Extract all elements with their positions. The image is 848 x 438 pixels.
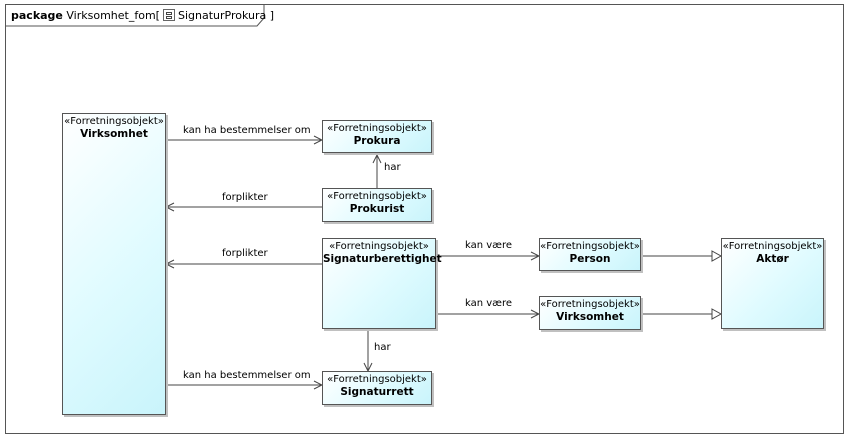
frame-package-name: Virksomhet_fom	[66, 9, 156, 22]
class-name: Signaturrett	[340, 386, 414, 398]
label-virksomhet-prokura: kan ha bestemmelser om	[183, 125, 311, 136]
stereotype-label: «Forretningsobjekt»	[327, 123, 427, 134]
class-name: Prokura	[353, 135, 401, 147]
class-name: Virksomhet	[556, 311, 624, 323]
class-signaturrett[interactable]: «Forretningsobjekt» Signaturrett	[322, 371, 432, 405]
class-virksomhet-right[interactable]: «Forretningsobjekt» Virksomhet	[539, 296, 641, 330]
label-prokurist-prokura: har	[384, 162, 401, 173]
stereotype-label: «Forretningsobjekt»	[327, 191, 427, 202]
class-aktor[interactable]: «Forretningsobjekt» Aktør	[721, 238, 824, 329]
stereotype-label: «Forretningsobjekt»	[540, 241, 640, 252]
class-prokura[interactable]: «Forretningsobjekt» Prokura	[322, 120, 432, 153]
stereotype-label: «Forretningsobjekt»	[64, 116, 164, 127]
class-name: Person	[569, 253, 611, 265]
stereotype-label: «Forretningsobjekt»	[329, 241, 429, 252]
class-name: Prokurist	[349, 203, 405, 215]
label-signaturberettighet-virksomhet: forplikter	[222, 248, 268, 259]
stereotype-label: «Forretningsobjekt»	[722, 241, 823, 252]
diagram-icon	[162, 9, 175, 21]
class-virksomhet-left[interactable]: «Forretningsobjekt» Virksomhet	[62, 113, 166, 415]
frame-tab-shape	[5, 4, 265, 27]
class-name: Virksomhet	[80, 128, 148, 140]
class-person[interactable]: «Forretningsobjekt» Person	[539, 238, 641, 271]
class-name: Aktør	[756, 253, 789, 265]
frame-title: package Virksomhet_fom[ SignaturProkura ]	[11, 9, 274, 22]
frame-keyword: package	[11, 9, 63, 22]
label-virksomhet-signaturrett: kan ha bestemmelser om	[183, 370, 311, 381]
label-signaturberettighet-signaturrett: har	[374, 342, 391, 353]
class-prokurist[interactable]: «Forretningsobjekt» Prokurist	[322, 188, 432, 222]
stereotype-label: «Forretningsobjekt»	[327, 374, 427, 385]
stereotype-label: «Forretningsobjekt»	[540, 299, 640, 310]
label-signaturberettighet-virksomhet-right: kan være	[465, 298, 513, 309]
label-prokurist-virksomhet: forplikter	[222, 192, 268, 203]
bracket-close: ]	[266, 9, 275, 22]
label-signaturberettighet-person: kan være	[465, 240, 513, 251]
class-signaturberettighet[interactable]: «Forretningsobjekt» Signaturberettighet	[322, 238, 442, 329]
frame-diagram-name: SignaturProkura	[177, 9, 267, 22]
bracket-open: [	[155, 9, 160, 22]
class-name: Signaturberettighet	[323, 253, 442, 265]
